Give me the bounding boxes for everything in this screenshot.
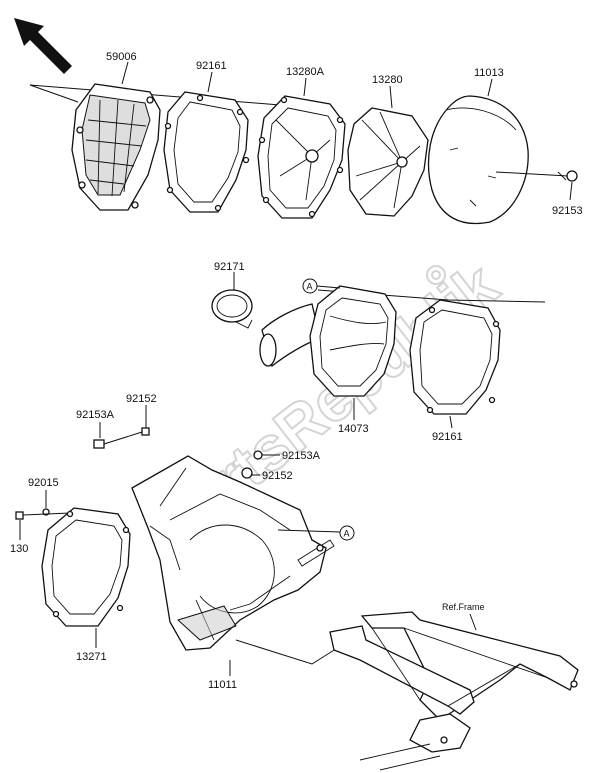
air-cleaner-housing-11011 [131, 455, 335, 651]
guide-line-top [29, 84, 281, 106]
label-92153-right: 92153 [552, 205, 583, 217]
label-92152-top: 92152 [126, 393, 157, 405]
label-92171: 92171 [214, 261, 245, 273]
leader-13280A [303, 77, 307, 97]
leader-92153-right [569, 181, 573, 201]
clamp-92171 [211, 289, 253, 329]
label-13280A: 13280A [286, 66, 325, 78]
bolt-92153A-right [253, 450, 263, 460]
callout-A-lower: A [277, 525, 355, 541]
label-11013: 11013 [474, 67, 504, 79]
svg-text:A: A [344, 529, 350, 539]
air-duct-14073 [259, 285, 397, 397]
leader-92161-mid [449, 415, 453, 429]
grommet-92152-top [141, 427, 150, 436]
leader-11013 [487, 78, 493, 97]
element-frame-13280 [347, 107, 429, 217]
gear-watermark-icon [426, 265, 446, 285]
grommet-92152-mid [241, 467, 253, 479]
air-cleaner-screen [71, 83, 161, 211]
label-59006: 59006 [106, 51, 137, 63]
label-13280: 13280 [372, 74, 403, 86]
label-13271: 13271 [76, 651, 107, 663]
label-11011: 11011 [208, 679, 237, 691]
air-filter-element-11013 [427, 95, 529, 225]
svg-text:A: A [307, 282, 313, 292]
label-92153A-left: 92153A [76, 409, 115, 421]
label-92161-mid: 92161 [432, 431, 463, 443]
label-92015: 92015 [28, 477, 59, 489]
callout-A-upper: A [302, 278, 341, 294]
gasket-92161-top [163, 91, 250, 213]
bolt-130 [15, 511, 71, 520]
label-14073: 14073 [338, 423, 369, 435]
leader-92161-top [207, 71, 213, 93]
gasket-13271 [41, 507, 131, 627]
label-92161-top: 92161 [196, 60, 227, 72]
bolt-92153-right [495, 170, 578, 182]
gasket-92161-mid [409, 299, 501, 415]
leader-59006 [121, 61, 129, 85]
front-arrow-icon [14, 18, 72, 74]
element-holder-13280A [257, 95, 346, 219]
label-92153A-right: 92153A [282, 450, 321, 462]
rear-frame [329, 611, 579, 771]
leader-ref-frame [469, 613, 477, 631]
leader-13280 [389, 85, 393, 109]
label-92152-mid: 92152 [262, 470, 293, 482]
label-ref-frame: Ref.Frame [442, 602, 485, 612]
bolt-92153A-left [93, 431, 143, 449]
label-130: 130 [10, 543, 28, 555]
